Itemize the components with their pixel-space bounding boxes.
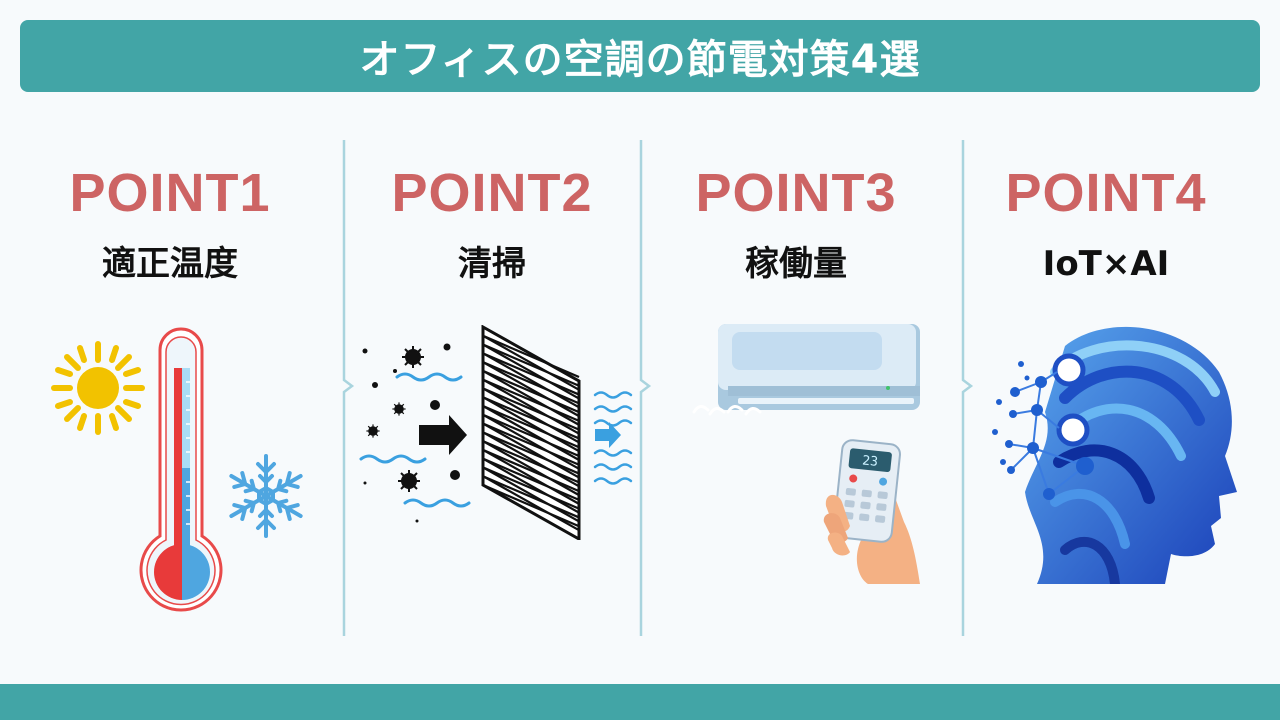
point-1-subtitle: 適正温度 — [102, 244, 238, 284]
snowflake-icon — [225, 454, 307, 538]
point-2-card: POINT2 清掃 — [332, 160, 652, 284]
point-2-label: POINT2 — [391, 163, 593, 223]
point-3-label: POINT3 — [695, 163, 897, 223]
point-3-card: POINT3 稼働量 — [636, 160, 956, 284]
point-4-card: POINT4 IoT×AI — [946, 160, 1266, 284]
airflow-arrow-icon — [595, 422, 621, 448]
air-filter-illustration — [359, 325, 633, 540]
column-divider-3 — [961, 140, 974, 636]
remote-control-icon: 23 — [823, 439, 920, 584]
remote-display: 23 — [862, 453, 879, 470]
footer-band — [0, 684, 1280, 720]
column-divider-2 — [639, 140, 652, 636]
point-4-label: POINT4 — [1005, 163, 1207, 223]
point-1-card: POINT1 適正温度 — [10, 160, 330, 284]
point-1-label: POINT1 — [69, 163, 271, 223]
filter-icon — [481, 325, 581, 540]
point-2-subtitle: 清掃 — [458, 244, 526, 284]
point-3-subtitle: 稼働量 — [745, 244, 847, 284]
virus-icon — [366, 346, 424, 492]
page-title: オフィスの空調の節電対策4選 — [359, 37, 921, 83]
arrow-right-icon — [419, 415, 467, 455]
column-divider-1 — [342, 140, 355, 636]
point-4-subtitle: IoT×AI — [1042, 244, 1170, 284]
title-banner: オフィスの空調の節電対策4選 — [20, 20, 1260, 92]
air-conditioner-icon — [692, 324, 920, 416]
ai-head-icon — [992, 326, 1237, 584]
thermometer-icon — [139, 327, 223, 612]
sun-icon — [51, 341, 145, 435]
